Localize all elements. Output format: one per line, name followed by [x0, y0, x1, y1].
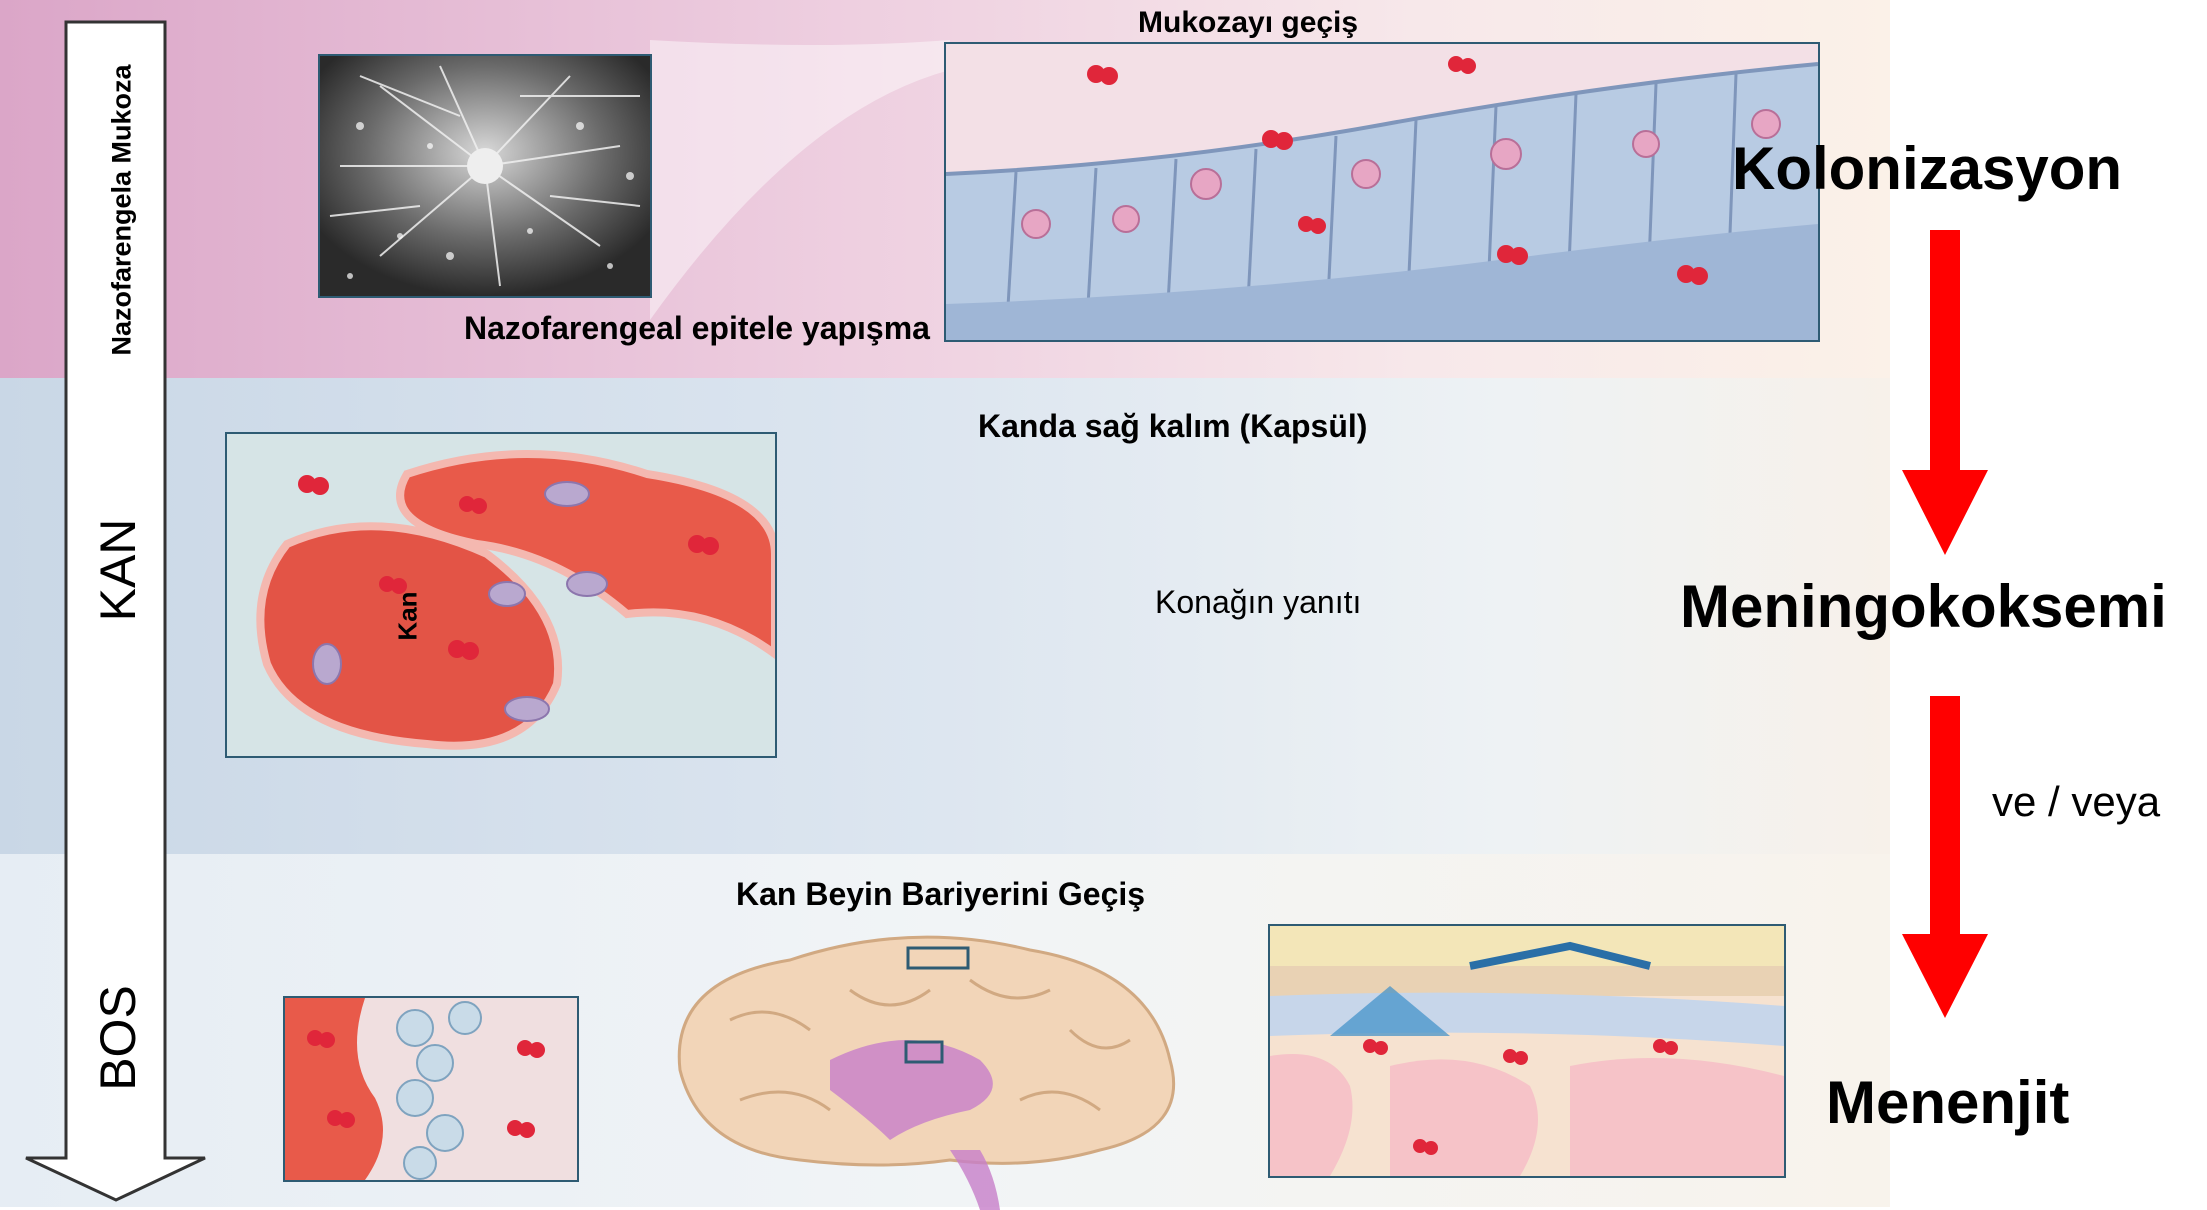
zoom-swoosh: [640, 30, 960, 330]
stage-meningococcemia-label: Meningokoksemi: [1680, 572, 2167, 641]
stage-colonization-label: Kolonizasyon: [1732, 134, 2122, 203]
stage-bar-mucosa-label: Nazofarengela Mukoza: [107, 64, 138, 355]
bbb-crossing-label: Kan Beyin Bariyerini Geçiş: [736, 876, 1145, 913]
sem-micrograph: [318, 54, 652, 298]
blood-vessel-panel: [225, 432, 777, 758]
red-arrow-1: [1900, 230, 1990, 560]
mucosal-passage-label: Mukozayı geçiş: [1138, 6, 1358, 40]
blood-vessel-label: Kan: [393, 591, 424, 640]
choroid-plexus-panel: [283, 996, 579, 1182]
host-response-label: Konağın yanıtı: [1155, 584, 1361, 621]
meninges-panel: [1268, 924, 1786, 1178]
stage-bar-blood-label: KAN: [89, 519, 147, 622]
epithelial-adhesion-label: Nazofarengeal epitele yapışma: [464, 310, 930, 347]
brain-illustration: [650, 920, 1210, 1210]
blood-survival-label: Kanda sağ kalım (Kapsül): [978, 408, 1367, 445]
epithelium-panel: [944, 42, 1820, 342]
and-or-label: ve / veya: [1992, 778, 2160, 826]
red-arrow-2: [1900, 696, 1990, 1022]
stage-meningitis-label: Menenjit: [1826, 1068, 2069, 1137]
stage-bar-csf-label: BOS: [89, 985, 147, 1091]
